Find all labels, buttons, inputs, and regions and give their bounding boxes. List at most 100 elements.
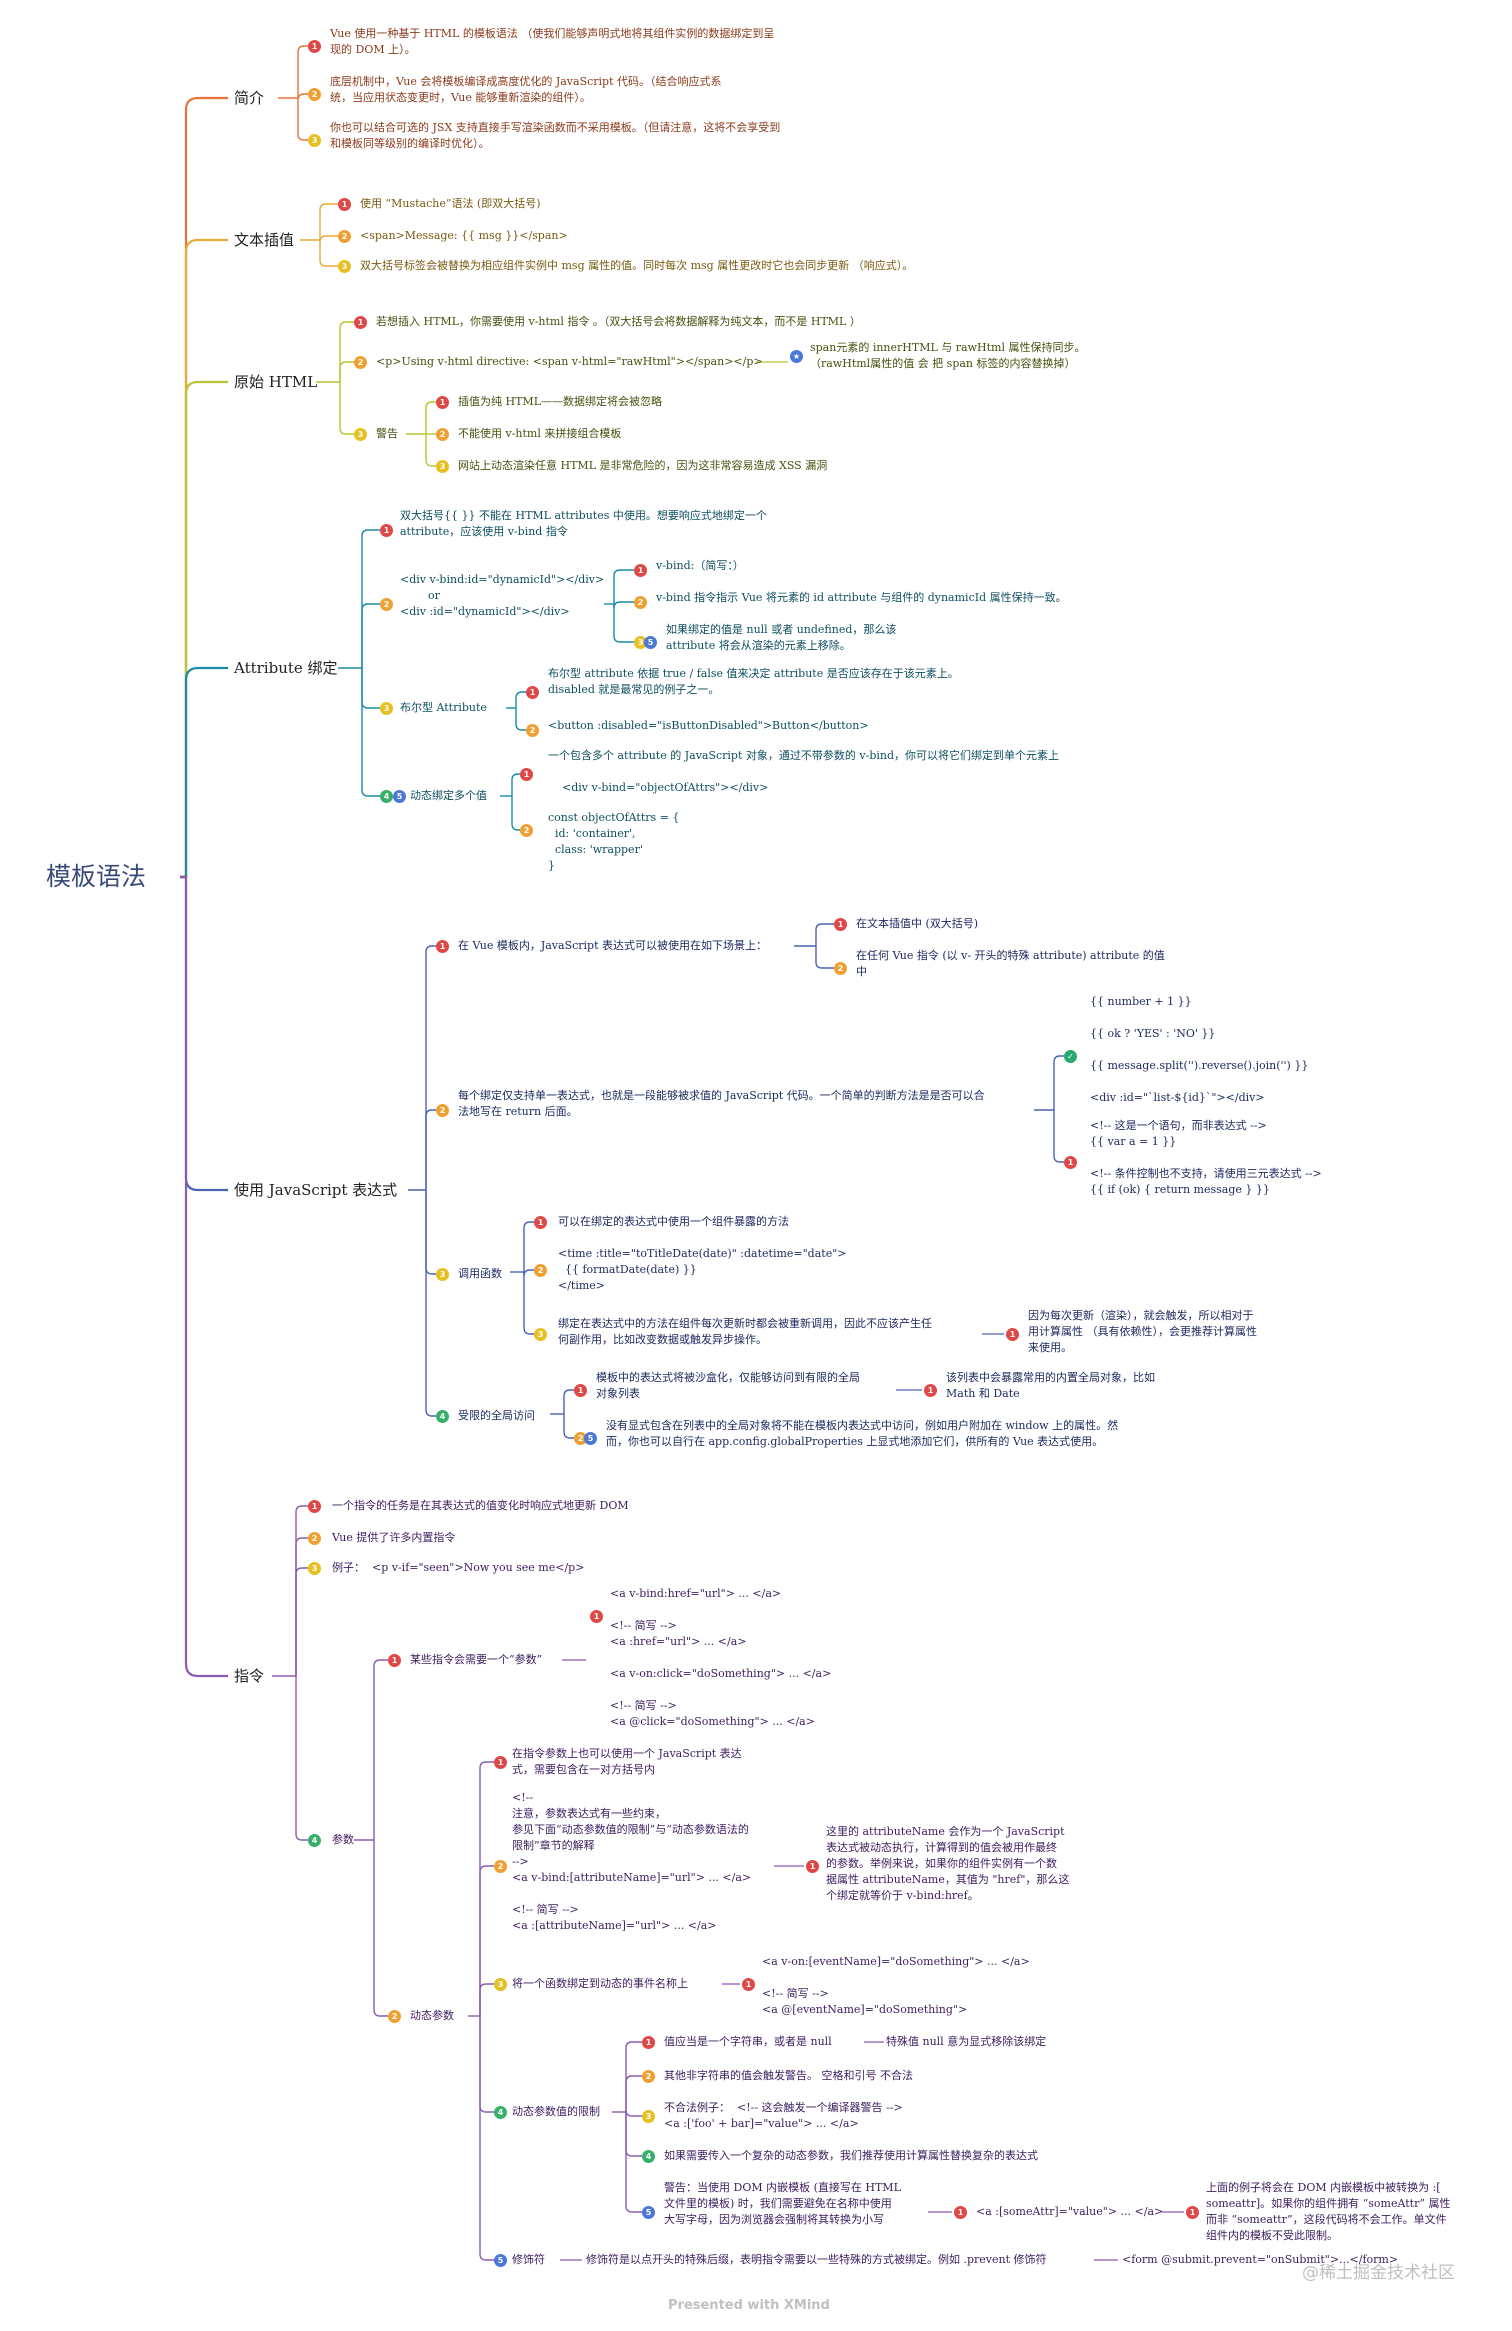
priority-3-icon: 3 [436,460,449,473]
priority-1-icon: 1 [308,40,321,53]
connector [339,382,354,435]
priority-2-icon: 2 [634,596,647,609]
js-func-note: 因为每次更新（渲染），就会触发，所以相对于 用计算属性 （具有依赖性），会更推荐… [1028,1309,1257,1354]
connector [361,668,380,797]
connector [180,875,228,1678]
priority-2-icon: 2 [308,88,321,101]
connector [815,923,834,946]
dir-modifier-desc: 修饰符是以点开头的特殊后缀，表明指令需要以一些特殊的方式被绑定。例如 .prev… [586,2253,1047,2266]
text-item: <span>Message: {{ msg }}</span> [360,229,568,242]
connector [297,45,308,98]
text-item: 双大括号标签会被替换为相应组件实例中 msg 属性的值。同时每次 msg 属性更… [360,259,914,272]
js-func-item: 可以在绑定的表达式中使用一个组件暴露的方法 [558,1215,789,1228]
priority-4-icon: 4 [380,790,393,803]
attr-item: 双大括号{{ }} 不能在 HTML attributes 中使用。想要响应式地… [400,509,767,538]
attr-vbind-note: 如果绑定的值是 null 或者 undefined，那么该 attribute … [666,623,897,652]
priority-1-icon: 1 [742,1978,755,1991]
watermark: @稀土掘金技术社区 [1302,2263,1455,2283]
priority-2-icon: 2 [308,1532,321,1545]
js-func-item: <time :title="toTitleDate(date)" :dateti… [558,1247,847,1292]
html-warning: 网站上动态渲染任意 HTML 是非常危险的，因为这非常容易造成 XSS 漏洞 [458,459,828,472]
priority-1-icon: 1 [834,918,847,931]
priority-2-icon: 2 [354,356,367,369]
intro-item: 你也可以结合可选的 JSX 支持直接手写渲染函数而不采用模板。（但请注意，这将不… [330,121,781,150]
text-item: 使用 “Mustache”语法 (即双大括号) [360,197,541,210]
connector [625,2112,642,2213]
attr-item: <div v-bind:id="dynamicId"></div> or <di… [400,573,605,618]
connector [180,380,228,879]
priority-2-icon: 2 [520,824,533,837]
priority-2-icon: 2 [436,1104,449,1117]
connector [295,1505,308,1676]
dir-limit-item: 警告：当使用 DOM 内嵌模板 (直接写在 HTML 文件里的模板) 时，我们需… [664,2181,901,2226]
priority-3-icon: 3 [436,1268,449,1281]
priority-1-icon: 1 [1006,1328,1019,1341]
priority-3-icon: 3 [634,636,647,649]
priority-2-icon: 2 [642,2070,655,2083]
priority-1-icon: 1 [436,940,449,953]
topic-dir: 指令 [234,1667,265,1685]
connector [625,2075,642,2112]
connector [425,1190,436,1417]
connector [180,666,228,879]
attr-vbind-note: v-bind:（简写：） [656,559,744,572]
dir-event-code: <a v-on:[eventName]="doSomething"> ... <… [762,1955,1030,2016]
js-item: 受限的全局访问 [458,1409,535,1422]
connector [425,434,436,467]
html-warning: 不能使用 v-html 来拼接组合模板 [458,427,622,440]
dir-dyn-item: 将一个函数绑定到动态的事件名称上 [512,1977,688,1990]
priority-2-icon: 2 [534,1264,547,1277]
connector [295,1537,308,1676]
connector [815,946,834,969]
connector [425,1109,436,1190]
priority-5-icon: 5 [644,636,657,649]
attr-multi-note: const objectOfAttrs = { id: 'container',… [548,811,680,872]
connector [563,1389,574,1414]
js-global-item: 模板中的表达式将被沙盒化，仅能够访问到有限的全局 对象列表 [596,1371,860,1400]
priority-4-icon: 4 [436,1410,449,1423]
connector [1053,1110,1064,1163]
priority-3-icon: 3 [534,1328,547,1341]
priority-1-icon: 1 [1064,1156,1077,1169]
root-topic: 模板语法 [46,862,147,891]
dir-item: Vue 提供了许多内置指令 [332,1531,456,1544]
attr-vbind-note: v-bind 指令指示 Vue 将元素的 id attribute 与组件的 d… [656,591,1067,604]
priority-1-icon: 1 [634,564,647,577]
attr-multi-note: 一个包含多个 attribute 的 JavaScript 对象，通过不带参数的… [548,749,1060,794]
footer-credit: Presented with XMind [668,2298,830,2313]
connector [373,1659,388,1840]
connector [319,240,338,267]
dir-null-note: 特殊值 null 意为显式移除该绑定 [886,2035,1047,2048]
dir-limit-item: 值应当是一个字符串，或者是 null [664,2035,832,2048]
html-warning: 插值为纯 HTML——数据绑定将会被忽略 [458,395,662,408]
js-global-note: 该列表中会暴露常用的内置全局对象，比如 Math 和 Date [946,1371,1155,1400]
connector [373,1840,388,2017]
topic-html: 原始 HTML [234,373,318,391]
attr-item: 动态绑定多个值 [410,789,487,802]
priority-1-icon: 1 [338,198,351,211]
dir-dyn-item: 动态参数值的限制 [512,2105,600,2118]
priority-5-icon: 5 [642,2206,655,2219]
dir-limit-item: 其他非字符串的值会触发警告。 空格和引号 不合法 [664,2069,913,2082]
priority-1-icon: 1 [520,768,533,781]
connector [339,361,354,382]
priority-3-icon: 3 [308,1562,321,1575]
connector [515,691,526,708]
priority-1-icon: 1 [924,1384,937,1397]
priority-2-icon: 2 [380,598,393,611]
priority-4-icon: 4 [642,2150,655,2163]
priority-2-icon: 2 [526,724,539,737]
priority-3-icon: 3 [308,134,321,147]
connector [625,2109,642,2117]
intro-item: 底层机制中，Vue 会将模板编译成高度优化的 JavaScript 代码。（结合… [330,75,722,104]
dir-param-item: 某些指令会需要一个“参数” [410,1653,543,1666]
dir-dyn-note: 这里的 attributeName 会作为一个 JavaScript 表达式被动… [826,1825,1070,1902]
topic-intro: 简介 [234,89,265,107]
connector [361,603,380,668]
dir-dyn-item: 修饰符 [512,2253,545,2266]
attr-item: 布尔型 Attribute [400,701,487,714]
priority-1-icon: 1 [642,2036,655,2049]
priority-4-icon: 4 [308,1834,321,1847]
priority-3-icon: 3 [380,702,393,715]
